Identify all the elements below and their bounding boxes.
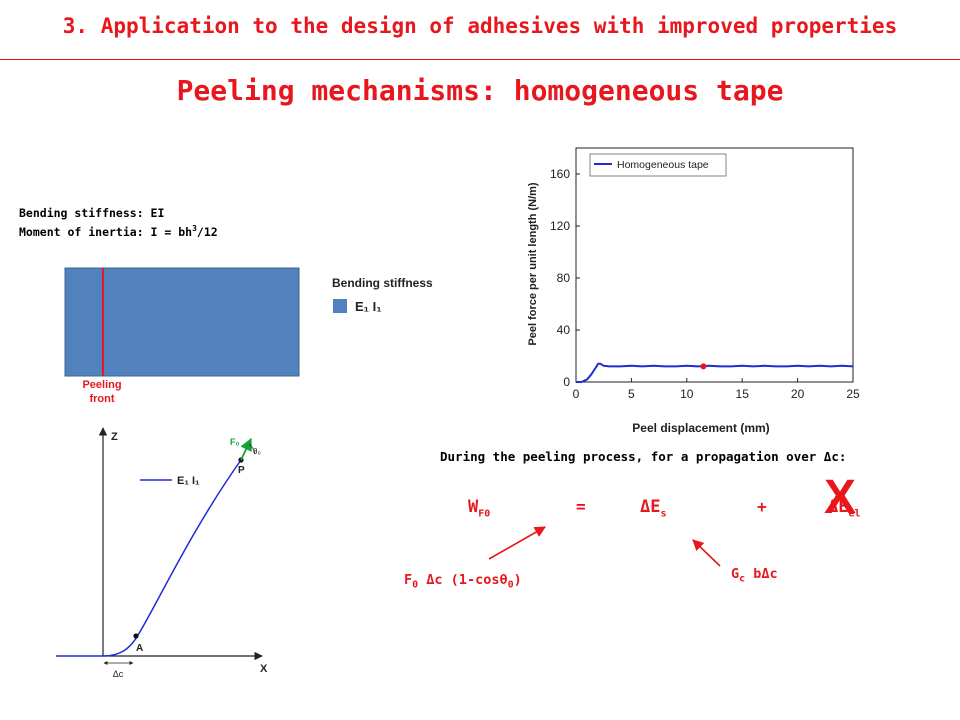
- y-tick-label: 80: [557, 271, 571, 285]
- force-label: F₀: [230, 437, 240, 447]
- plus-sign: +: [757, 497, 767, 516]
- chart-legend-label: Homogeneous tape: [617, 159, 709, 171]
- y-tick-label: 120: [550, 219, 570, 233]
- peeling-front-label-line1: Peeling: [82, 379, 121, 391]
- tape-body: [64, 267, 300, 377]
- elastic-energy-term: ΔEel: [828, 497, 861, 519]
- elastic-energy-subscript: el: [848, 508, 861, 520]
- y-tick-label: 0: [563, 375, 570, 389]
- angle-arc: [248, 443, 256, 455]
- inertia-formula-suffix: /12: [196, 224, 218, 239]
- bending-stiffness-note: Bending stiffness: EI: [19, 206, 165, 220]
- peel-force-chart: 0 5 10 15 20 25 0 40 80 120 160 Homogeneous tape P…: [527, 147, 860, 435]
- work-expression-sub0: 0: [412, 579, 419, 591]
- x-tick-label: 0: [573, 387, 580, 401]
- force-arrow: [240, 437, 252, 461]
- slide-title: Peeling mechanisms: homogeneous tape: [176, 74, 784, 107]
- angle-label: θ₀: [253, 447, 261, 456]
- profile-legend-label: E₁ I₁: [177, 475, 200, 487]
- chart-x-axis-label: Peel displacement (mm): [632, 421, 769, 435]
- x-tick-label: 10: [680, 387, 694, 401]
- surface-expression-sub: c: [739, 573, 746, 585]
- z-axis-label: Z: [111, 431, 118, 443]
- work-expression-mid: Δc (1-cosθ: [418, 572, 508, 588]
- x-tick-label: 20: [791, 387, 805, 401]
- surface-energy-expression: Gc bΔc: [731, 566, 778, 585]
- point-a-marker: [133, 633, 139, 639]
- cross-out-mark: X: [824, 471, 857, 524]
- legend-label: E₁ I₁: [355, 299, 382, 314]
- peel-profile-diagram: Z X E₁ I₁ P A F₀ θ₀ Δc: [56, 427, 268, 679]
- section-title: 3. Application to the design of adhesive…: [62, 14, 898, 38]
- chart-y-axis-label: Peel force per unit length (N/m): [527, 182, 539, 346]
- work-term-symbol: W: [468, 497, 479, 517]
- legend-title: Bending stiffness: [332, 276, 433, 290]
- chart-plot-frame: [575, 147, 854, 383]
- annotation-arrows: [488, 526, 721, 567]
- x-tick-label: 15: [736, 387, 750, 401]
- slide-header: 3. Application to the design of adhesive…: [0, 0, 960, 60]
- work-term: WF0: [468, 497, 490, 519]
- equals-sign: =: [576, 497, 586, 516]
- x-axis-label: X: [260, 663, 268, 675]
- y-tick-label: 40: [557, 323, 571, 337]
- delta-c-label: Δc: [113, 669, 124, 679]
- work-expression: F0 Δc (1-cosθ0): [404, 572, 522, 591]
- chart-ticks: 0 5 10 15 20 25 0 40 80 120 160: [550, 167, 860, 401]
- energy-balance-intro: During the peeling process, for a propag…: [440, 449, 847, 464]
- x-tick-label: 25: [846, 387, 860, 401]
- elastic-energy-symbol: ΔE: [828, 497, 849, 517]
- inertia-formula-exponent: 3: [192, 224, 197, 233]
- tape-schematic: Peeling front Bending stiffness E₁ I₁: [64, 267, 433, 405]
- work-expression-force: F: [404, 572, 413, 588]
- point-p-label: P: [238, 465, 245, 476]
- surface-expression-g: G: [731, 566, 740, 582]
- surface-energy-subscript: s: [660, 508, 667, 520]
- data-point-marker: [700, 363, 707, 370]
- y-tick-label: 160: [550, 167, 570, 181]
- surface-energy-term: ΔEs: [640, 497, 667, 519]
- point-a-label: A: [136, 643, 143, 654]
- work-term-subscript: F0: [478, 508, 491, 520]
- surface-energy-symbol: ΔE: [640, 497, 661, 517]
- chart-legend: [589, 153, 727, 177]
- peeling-front-label-line2: front: [89, 393, 114, 405]
- tape-profile-curve: [56, 459, 242, 657]
- work-expression-sub1: 0: [507, 579, 514, 591]
- header-divider: [0, 59, 960, 60]
- moment-of-inertia-note: Moment of inertia: I = bh3/12: [19, 224, 218, 239]
- x-tick-label: 5: [628, 387, 635, 401]
- work-arrow: [488, 526, 546, 560]
- chart-axes: [575, 147, 854, 383]
- surface-energy-arrow: [692, 539, 721, 567]
- work-expression-suffix: ): [513, 572, 522, 588]
- series-line-homogeneous-tape: [576, 362, 854, 383]
- legend-swatch: [333, 299, 347, 313]
- inertia-formula-prefix: Moment of inertia: I = bh: [19, 224, 193, 239]
- surface-expression-suffix: bΔc: [745, 566, 778, 582]
